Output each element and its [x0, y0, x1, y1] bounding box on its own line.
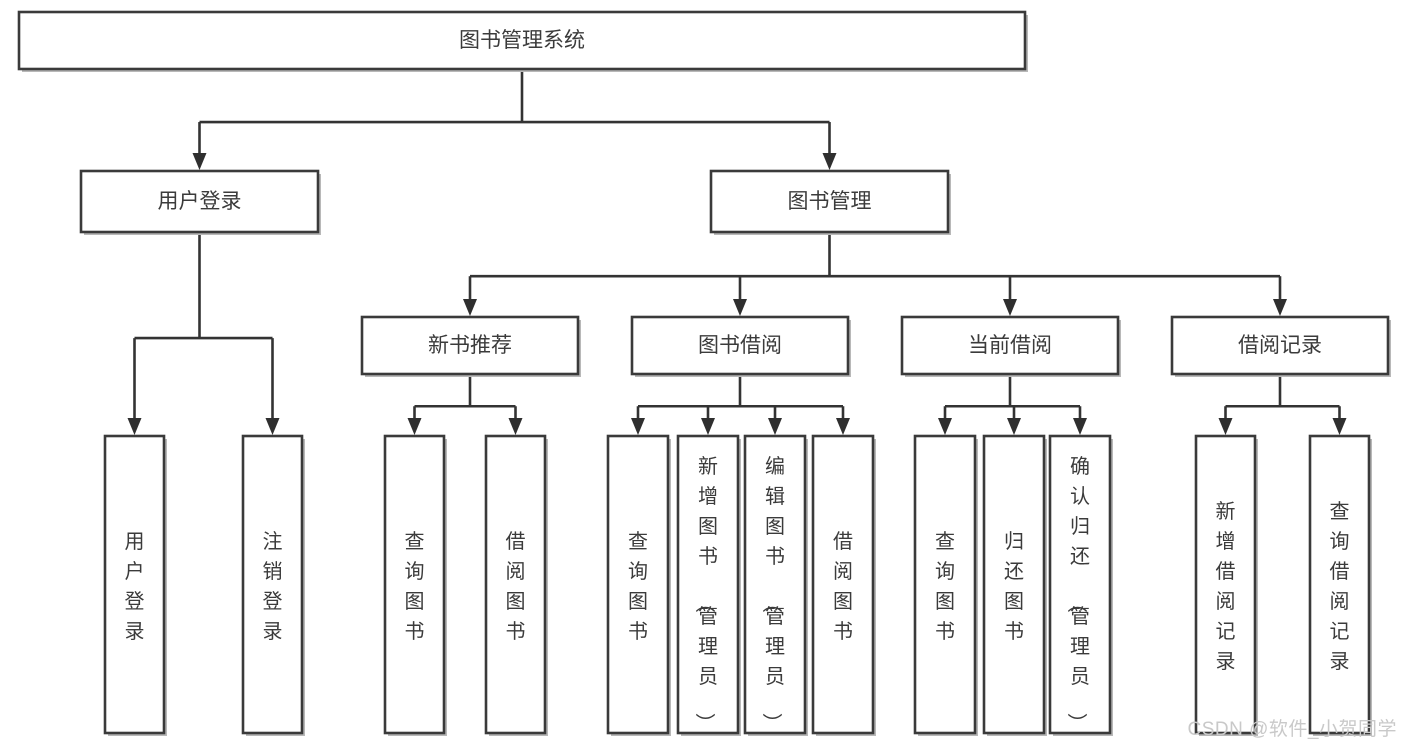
node-leaf-confirm-return[interactable]: 确认归还（管理员）: [1048, 434, 1113, 736]
node-leaf-query-book-cb[interactable]: 查询图书: [913, 434, 978, 736]
node-label: 新增图书（管理员）: [693, 455, 718, 733]
node-label: 当前借阅: [968, 334, 1052, 357]
arrow-head-icon: [938, 418, 952, 435]
node-current-borrow[interactable]: 当前借阅: [900, 315, 1121, 377]
node-label: 借阅记录: [1238, 334, 1322, 357]
arrow-head-icon: [768, 418, 782, 435]
arrow-head-icon: [1073, 418, 1087, 435]
arrow-head-icon: [127, 418, 142, 435]
node-label: 用户登录: [125, 531, 145, 643]
node-root[interactable]: 图书管理系统: [17, 10, 1028, 72]
node-box[interactable]: [982, 434, 1046, 735]
arrow-head-icon: [836, 418, 850, 435]
arrow-head-icon: [1218, 418, 1233, 435]
node-box[interactable]: [383, 434, 446, 735]
node-box[interactable]: [606, 434, 670, 735]
node-book-borrow[interactable]: 图书借阅: [630, 315, 851, 377]
node-box[interactable]: [79, 169, 320, 234]
node-leaf-borrow-book-bb[interactable]: 借阅图书: [811, 434, 876, 736]
node-box[interactable]: [709, 169, 950, 234]
edge-group-current-borrow: [938, 374, 1087, 435]
node-box[interactable]: [484, 434, 547, 735]
node-box[interactable]: [17, 10, 1027, 71]
node-label: 图书管理系统: [459, 29, 585, 52]
edge-group-book-manage: [463, 232, 1287, 316]
node-box[interactable]: [900, 315, 1120, 376]
node-user-login[interactable]: 用户登录: [79, 169, 321, 235]
node-label: 查询图书: [405, 530, 425, 643]
arrow-head-icon: [1003, 299, 1017, 316]
node-label: 用户登录: [158, 190, 242, 213]
node-label: 编辑图书（管理员）: [760, 455, 785, 733]
edge-group-borrow-record: [1218, 374, 1347, 435]
node-box[interactable]: [1308, 434, 1371, 735]
arrow-head-icon: [1273, 299, 1287, 316]
node-box[interactable]: [1194, 434, 1257, 735]
node-label: 归还图书: [1004, 530, 1024, 643]
arrow-head-icon: [701, 418, 715, 435]
arrow-head-icon: [733, 299, 747, 316]
node-borrow-record[interactable]: 借阅记录: [1170, 315, 1391, 377]
node-label: 注销登录: [263, 530, 283, 643]
node-label: 借阅图书: [506, 530, 526, 643]
node-box[interactable]: [676, 434, 740, 735]
arrow-head-icon: [192, 153, 207, 170]
node-new-book-rec[interactable]: 新书推荐: [360, 315, 581, 377]
arrow-head-icon: [822, 153, 837, 170]
node-book-manage[interactable]: 图书管理: [709, 169, 951, 235]
node-box[interactable]: [360, 315, 580, 376]
nodes-layer: 图书管理系统用户登录图书管理新书推荐图书借阅当前借阅借阅记录用户登录注销登录查询…: [17, 10, 1391, 736]
csdn-watermark: CSDN @软件_小贺同学: [1187, 719, 1397, 740]
node-leaf-return-book[interactable]: 归还图书: [982, 434, 1047, 736]
node-box[interactable]: [913, 434, 977, 735]
node-leaf-query-book-rec[interactable]: 查询图书: [383, 434, 447, 736]
node-label: 新增借阅记录: [1216, 500, 1236, 673]
edges-layer: [127, 69, 1347, 435]
node-label: 查询图书: [935, 530, 955, 643]
arrow-head-icon: [463, 299, 477, 316]
edge-group-user-login: [127, 232, 280, 435]
edge-group-root: [192, 69, 837, 170]
node-box[interactable]: [241, 434, 304, 735]
node-label: 新书推荐: [428, 334, 512, 357]
edge-group-new-book-rec: [407, 374, 523, 435]
node-box[interactable]: [1048, 434, 1112, 735]
node-label: 确认归还（管理员）: [1065, 455, 1090, 733]
arrow-head-icon: [631, 418, 645, 435]
arrow-head-icon: [407, 418, 422, 435]
node-box[interactable]: [811, 434, 875, 735]
node-label: 图书借阅: [698, 334, 782, 357]
node-leaf-user-login[interactable]: 用户登录: [103, 434, 167, 736]
node-box[interactable]: [743, 434, 807, 735]
node-box[interactable]: [1170, 315, 1390, 376]
node-box[interactable]: [630, 315, 850, 376]
node-label: 图书管理: [788, 190, 872, 213]
edge-group-book-borrow: [631, 374, 850, 435]
node-box[interactable]: [103, 434, 166, 735]
node-leaf-query-book-bb[interactable]: 查询图书: [606, 434, 671, 736]
node-leaf-logout[interactable]: 注销登录: [241, 434, 305, 736]
node-label: 借阅图书: [833, 530, 853, 643]
arrow-head-icon: [1007, 418, 1021, 435]
node-leaf-add-book[interactable]: 新增图书（管理员）: [676, 434, 741, 736]
node-leaf-add-record[interactable]: 新增借阅记录: [1194, 434, 1258, 736]
arrow-head-icon: [508, 418, 523, 435]
node-leaf-borrow-book-rec[interactable]: 借阅图书: [484, 434, 548, 736]
arrow-head-icon: [265, 418, 280, 435]
arrow-head-icon: [1332, 418, 1347, 435]
node-label: 查询图书: [628, 530, 648, 643]
node-leaf-query-record[interactable]: 查询借阅记录: [1308, 434, 1372, 736]
node-leaf-edit-book[interactable]: 编辑图书（管理员）: [743, 434, 808, 736]
node-label: 查询借阅记录: [1330, 500, 1350, 673]
